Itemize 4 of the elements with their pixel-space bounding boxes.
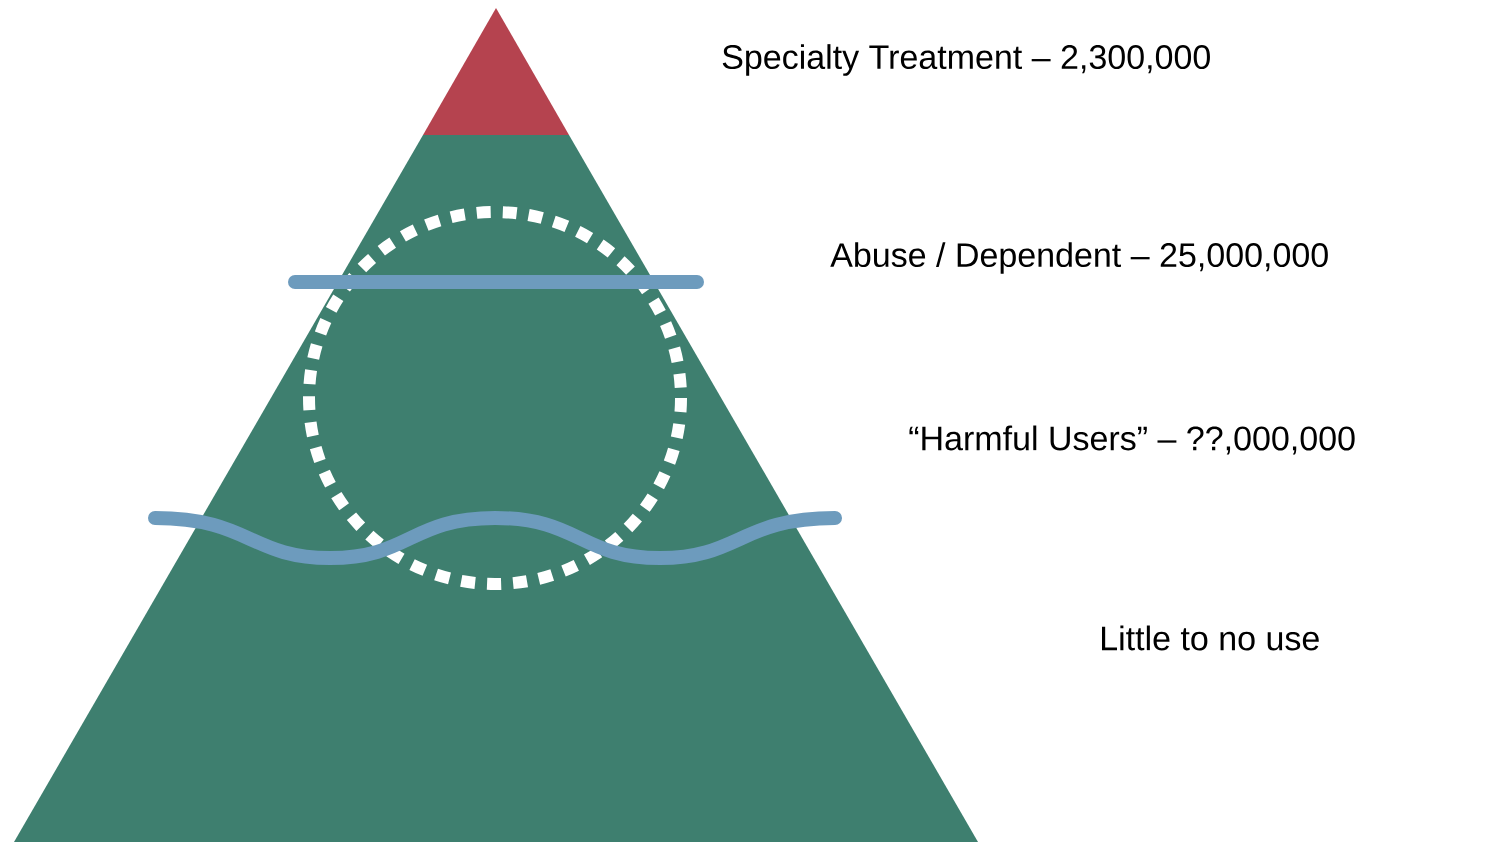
label-text: “Harmful Users” – ??,000,000 [909,425,1355,455]
label-text: Abuse / Dependent – 25,000,000 [830,242,1328,274]
label-text: Specialty Treatment – 2,300,000 [722,44,1210,76]
label-text: Little to no use [1102,625,1319,651]
